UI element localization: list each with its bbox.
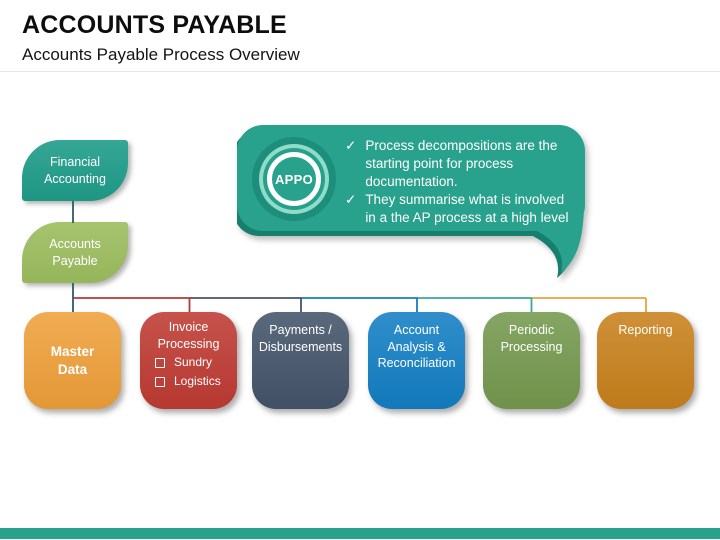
box-periodic-processing: Periodic Processing bbox=[483, 312, 580, 409]
box-label: Account Analysis & Reconciliation bbox=[377, 323, 456, 370]
node-financial-accounting: Financial Accounting bbox=[22, 140, 128, 201]
box-invoice-processing: Invoice Processing Sundry Logistics bbox=[140, 312, 237, 409]
callout-point: ✓ They summarise what is involved in a t… bbox=[345, 191, 577, 227]
callout-bubble: APPO ✓ Process decompositions are the st… bbox=[237, 125, 597, 280]
callout-point: ✓ Process decompositions are the startin… bbox=[345, 137, 577, 191]
bullet-label: Sundry bbox=[174, 355, 213, 369]
callout-body: APPO ✓ Process decompositions are the st… bbox=[237, 125, 585, 232]
node-accounts-payable: Accounts Payable bbox=[22, 222, 128, 283]
callout-shape bbox=[237, 125, 585, 278]
callout-point-text: They summarise what is involved in a the… bbox=[365, 191, 569, 225]
box-reporting: Reporting bbox=[597, 312, 694, 409]
box-label: Invoice Processing bbox=[157, 320, 220, 351]
page-subtitle: Accounts Payable Process Overview bbox=[22, 45, 300, 64]
box-bullet-item: Sundry bbox=[155, 355, 237, 371]
footer-accent-bar bbox=[0, 528, 720, 539]
box-account-analysis: Account Analysis & Reconciliation bbox=[368, 312, 465, 409]
box-bullet-item: Logistics bbox=[155, 374, 237, 390]
bullet-label: Logistics bbox=[174, 373, 221, 388]
box-label: Periodic Processing bbox=[500, 323, 563, 354]
page-title: ACCOUNTS PAYABLE bbox=[22, 11, 287, 39]
box-master-data: Master Data bbox=[24, 312, 121, 409]
box-label: Master Data bbox=[50, 343, 95, 377]
checkbox-bullet-icon bbox=[155, 357, 165, 368]
node-label: Accounts Payable bbox=[49, 237, 101, 268]
box-label: Payments / Disbursements bbox=[258, 323, 343, 354]
header-divider bbox=[0, 71, 720, 72]
checkbox-bullet-icon bbox=[155, 376, 165, 387]
checkmark-icon: ✓ bbox=[345, 138, 357, 153]
callout-points: ✓ Process decompositions are the startin… bbox=[345, 137, 577, 227]
box-label: Reporting bbox=[618, 323, 673, 337]
callout-point-text: Process decompositions are the starting … bbox=[365, 138, 558, 189]
checkmark-icon: ✓ bbox=[345, 191, 357, 207]
box-payments-disbursements: Payments / Disbursements bbox=[252, 312, 349, 409]
node-label: Financial Accounting bbox=[44, 155, 106, 186]
appo-badge: APPO bbox=[267, 152, 321, 206]
appo-badge-label: APPO bbox=[274, 171, 314, 187]
